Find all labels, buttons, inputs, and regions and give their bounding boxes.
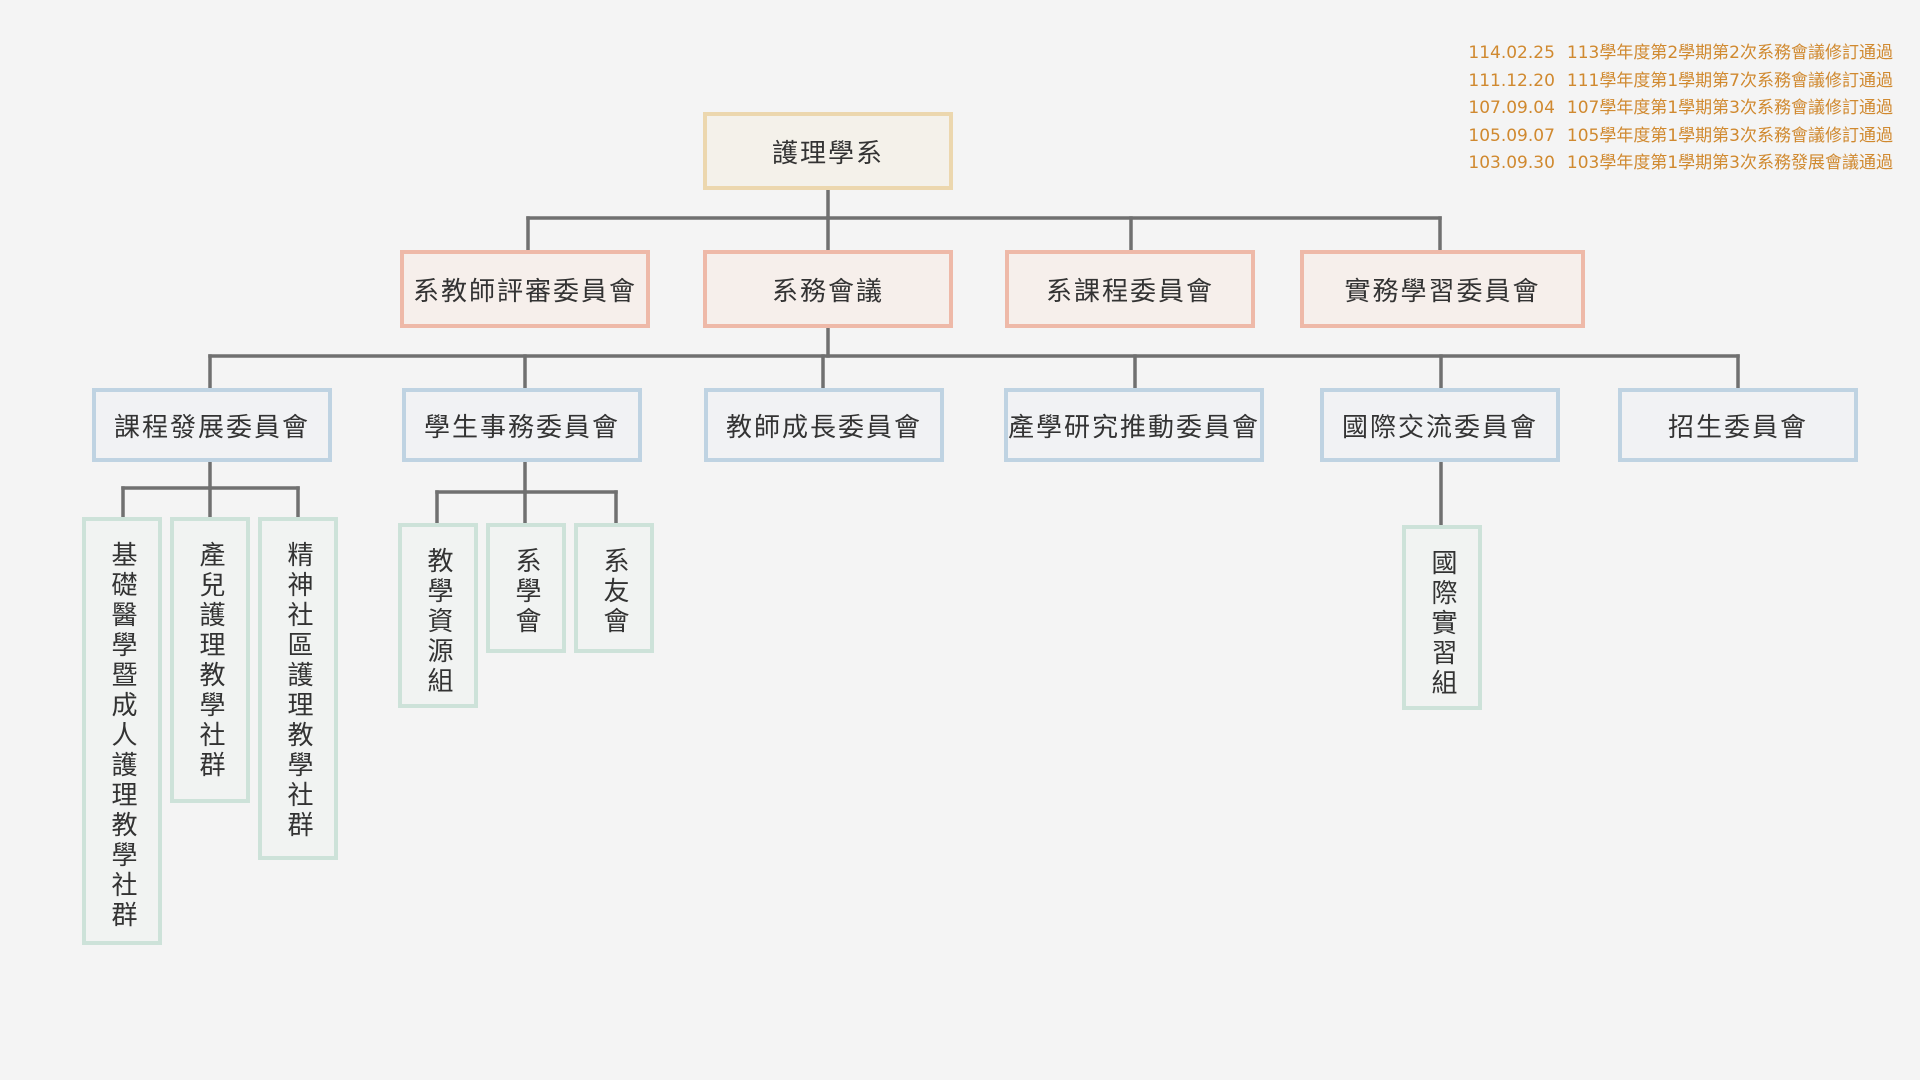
history-row: 103.09.30 103學年度第1學期第3次系務發展會議通過 bbox=[1468, 150, 1893, 178]
history-row: 107.09.04 107學年度第1學期第3次系務會議修訂通過 bbox=[1468, 95, 1893, 123]
node-teaching-resources-group: 教學資源組 bbox=[398, 523, 478, 708]
node-maternal-child-community: 產兒護理教學社群 bbox=[170, 517, 250, 803]
history-text: 113學年度第2學期第2次系務會議修訂通過 bbox=[1566, 43, 1893, 63]
node-international-internship-group: 國際實習組 bbox=[1402, 525, 1482, 710]
history-row: 114.02.25 113學年度第2學期第2次系務會議修訂通過 bbox=[1468, 40, 1893, 68]
node-department-meeting: 系務會議 bbox=[703, 250, 953, 328]
history-date: 114.02.25 bbox=[1468, 43, 1555, 63]
node-basic-medical-community: 基礎醫學暨成人護理教學社群 bbox=[82, 517, 162, 945]
node-teacher-review-committee: 系教師評審委員會 bbox=[400, 250, 650, 328]
node-practicum-committee: 實務學習委員會 bbox=[1300, 250, 1585, 328]
node-industry-research-committee: 產學研究推動委員會 bbox=[1004, 388, 1264, 462]
history-date: 107.09.04 bbox=[1468, 98, 1555, 118]
history-text: 103學年度第1學期第3次系務發展會議通過 bbox=[1566, 153, 1893, 173]
history-date: 111.12.20 bbox=[1468, 70, 1555, 91]
node-admissions-committee: 招生委員會 bbox=[1618, 388, 1858, 462]
revision-history: 114.02.25 113學年度第2學期第2次系務會議修訂通過 111.12.2… bbox=[1468, 40, 1893, 178]
node-root: 護理學系 bbox=[703, 112, 953, 190]
history-text: 111學年度第1學期第7次系務會議修訂通過 bbox=[1566, 70, 1893, 91]
node-teacher-growth-committee: 教師成長委員會 bbox=[704, 388, 944, 462]
node-student-association: 系學會 bbox=[486, 523, 566, 653]
node-mental-community-community: 精神社區護理教學社群 bbox=[258, 517, 338, 860]
history-row: 111.12.20 111學年度第1學期第7次系務會議修訂通過 bbox=[1468, 68, 1893, 96]
node-international-exchange-committee: 國際交流委員會 bbox=[1320, 388, 1560, 462]
history-date: 103.09.30 bbox=[1468, 153, 1555, 173]
history-text: 105學年度第1學期第3次系務會議修訂通過 bbox=[1566, 125, 1893, 146]
history-row: 105.09.07 105學年度第1學期第3次系務會議修訂通過 bbox=[1468, 123, 1893, 151]
node-student-affairs-committee: 學生事務委員會 bbox=[402, 388, 642, 462]
history-text: 107學年度第1學期第3次系務會議修訂通過 bbox=[1566, 98, 1893, 118]
node-alumni-association: 系友會 bbox=[574, 523, 654, 653]
node-course-development-committee: 課程發展委員會 bbox=[92, 388, 332, 462]
node-curriculum-committee: 系課程委員會 bbox=[1005, 250, 1255, 328]
history-date: 105.09.07 bbox=[1468, 125, 1555, 146]
